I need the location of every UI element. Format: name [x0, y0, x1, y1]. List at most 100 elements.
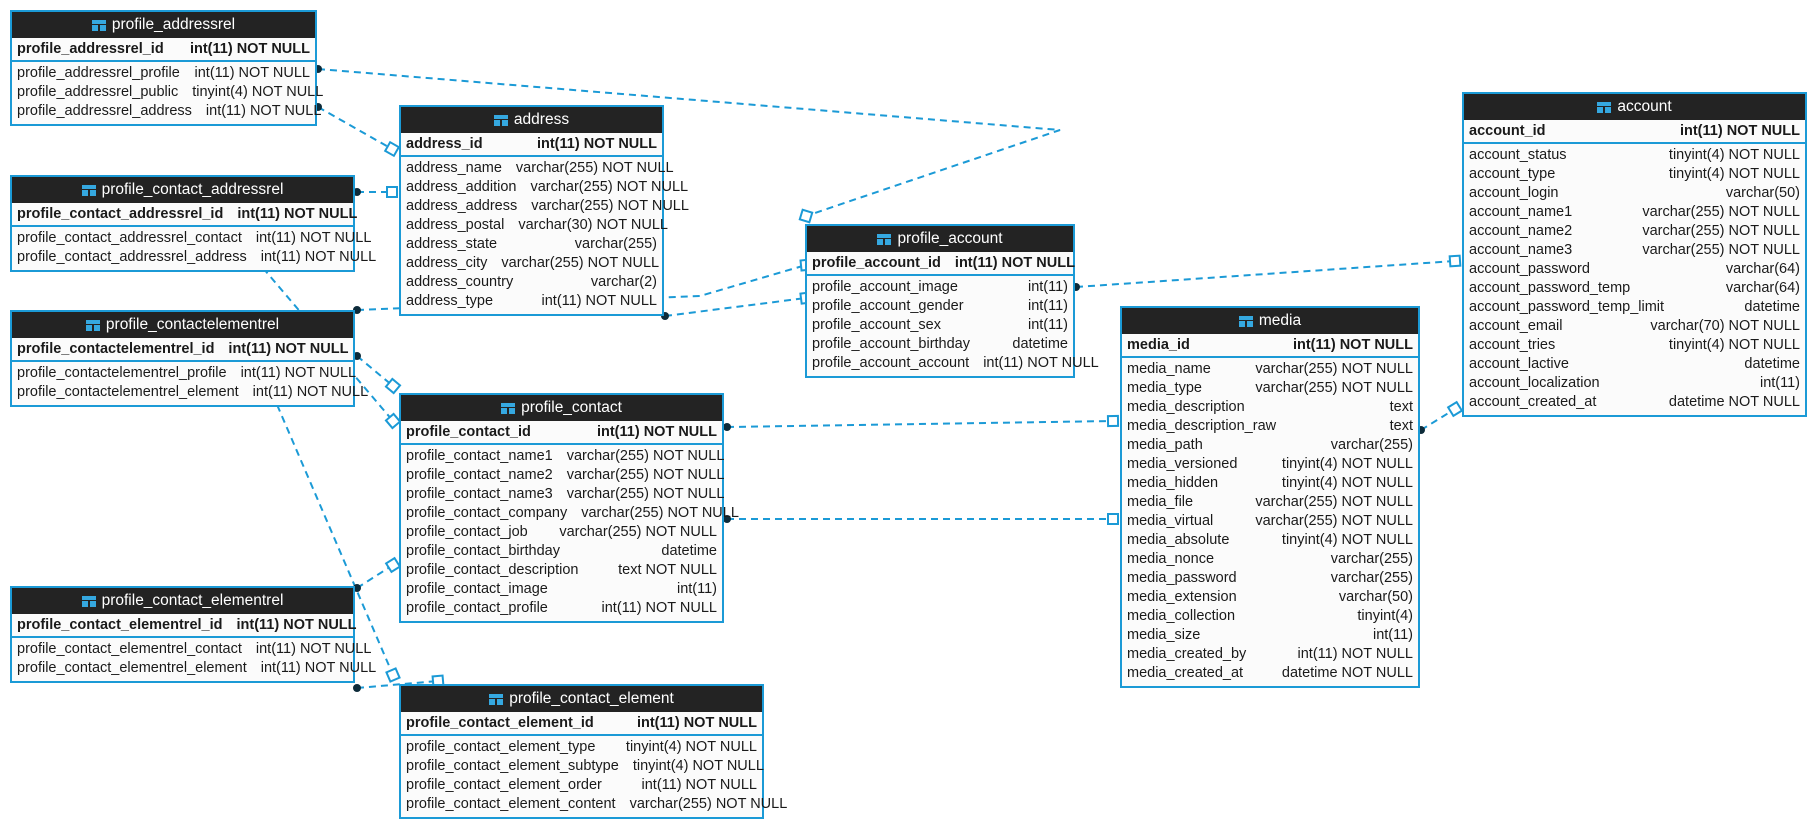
table-header-profile_account[interactable]: profile_account: [807, 226, 1073, 252]
table-header-address[interactable]: address: [401, 107, 662, 133]
table-header-profile_contactelementrel[interactable]: profile_contactelementrel: [12, 312, 353, 338]
table-header-account[interactable]: account: [1464, 94, 1805, 120]
column-name: profile_account_image: [812, 279, 958, 295]
table-header-profile_contact_addressrel[interactable]: profile_contact_addressrel: [12, 177, 353, 203]
table-header-profile_contact[interactable]: profile_contact: [401, 395, 722, 421]
table-header-profile_addressrel[interactable]: profile_addressrel: [12, 12, 315, 38]
table-header-media[interactable]: media: [1122, 308, 1418, 334]
table-header-profile_contact_elementrel[interactable]: profile_contact_elementrel: [12, 588, 353, 614]
table-header-profile_contact_element[interactable]: profile_contact_element: [401, 686, 762, 712]
table-profile_contactelementrel[interactable]: profile_contactelementrel profile_contact…: [10, 310, 368, 407]
table-icon: [493, 114, 508, 126]
table-title: profile_contactelementrel: [105, 316, 280, 333]
